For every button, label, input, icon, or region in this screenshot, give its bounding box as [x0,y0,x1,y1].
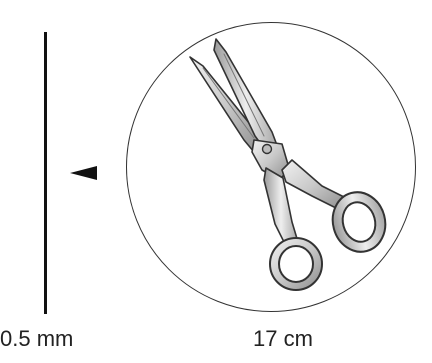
scale-label-large: 17 cm [253,328,313,350]
